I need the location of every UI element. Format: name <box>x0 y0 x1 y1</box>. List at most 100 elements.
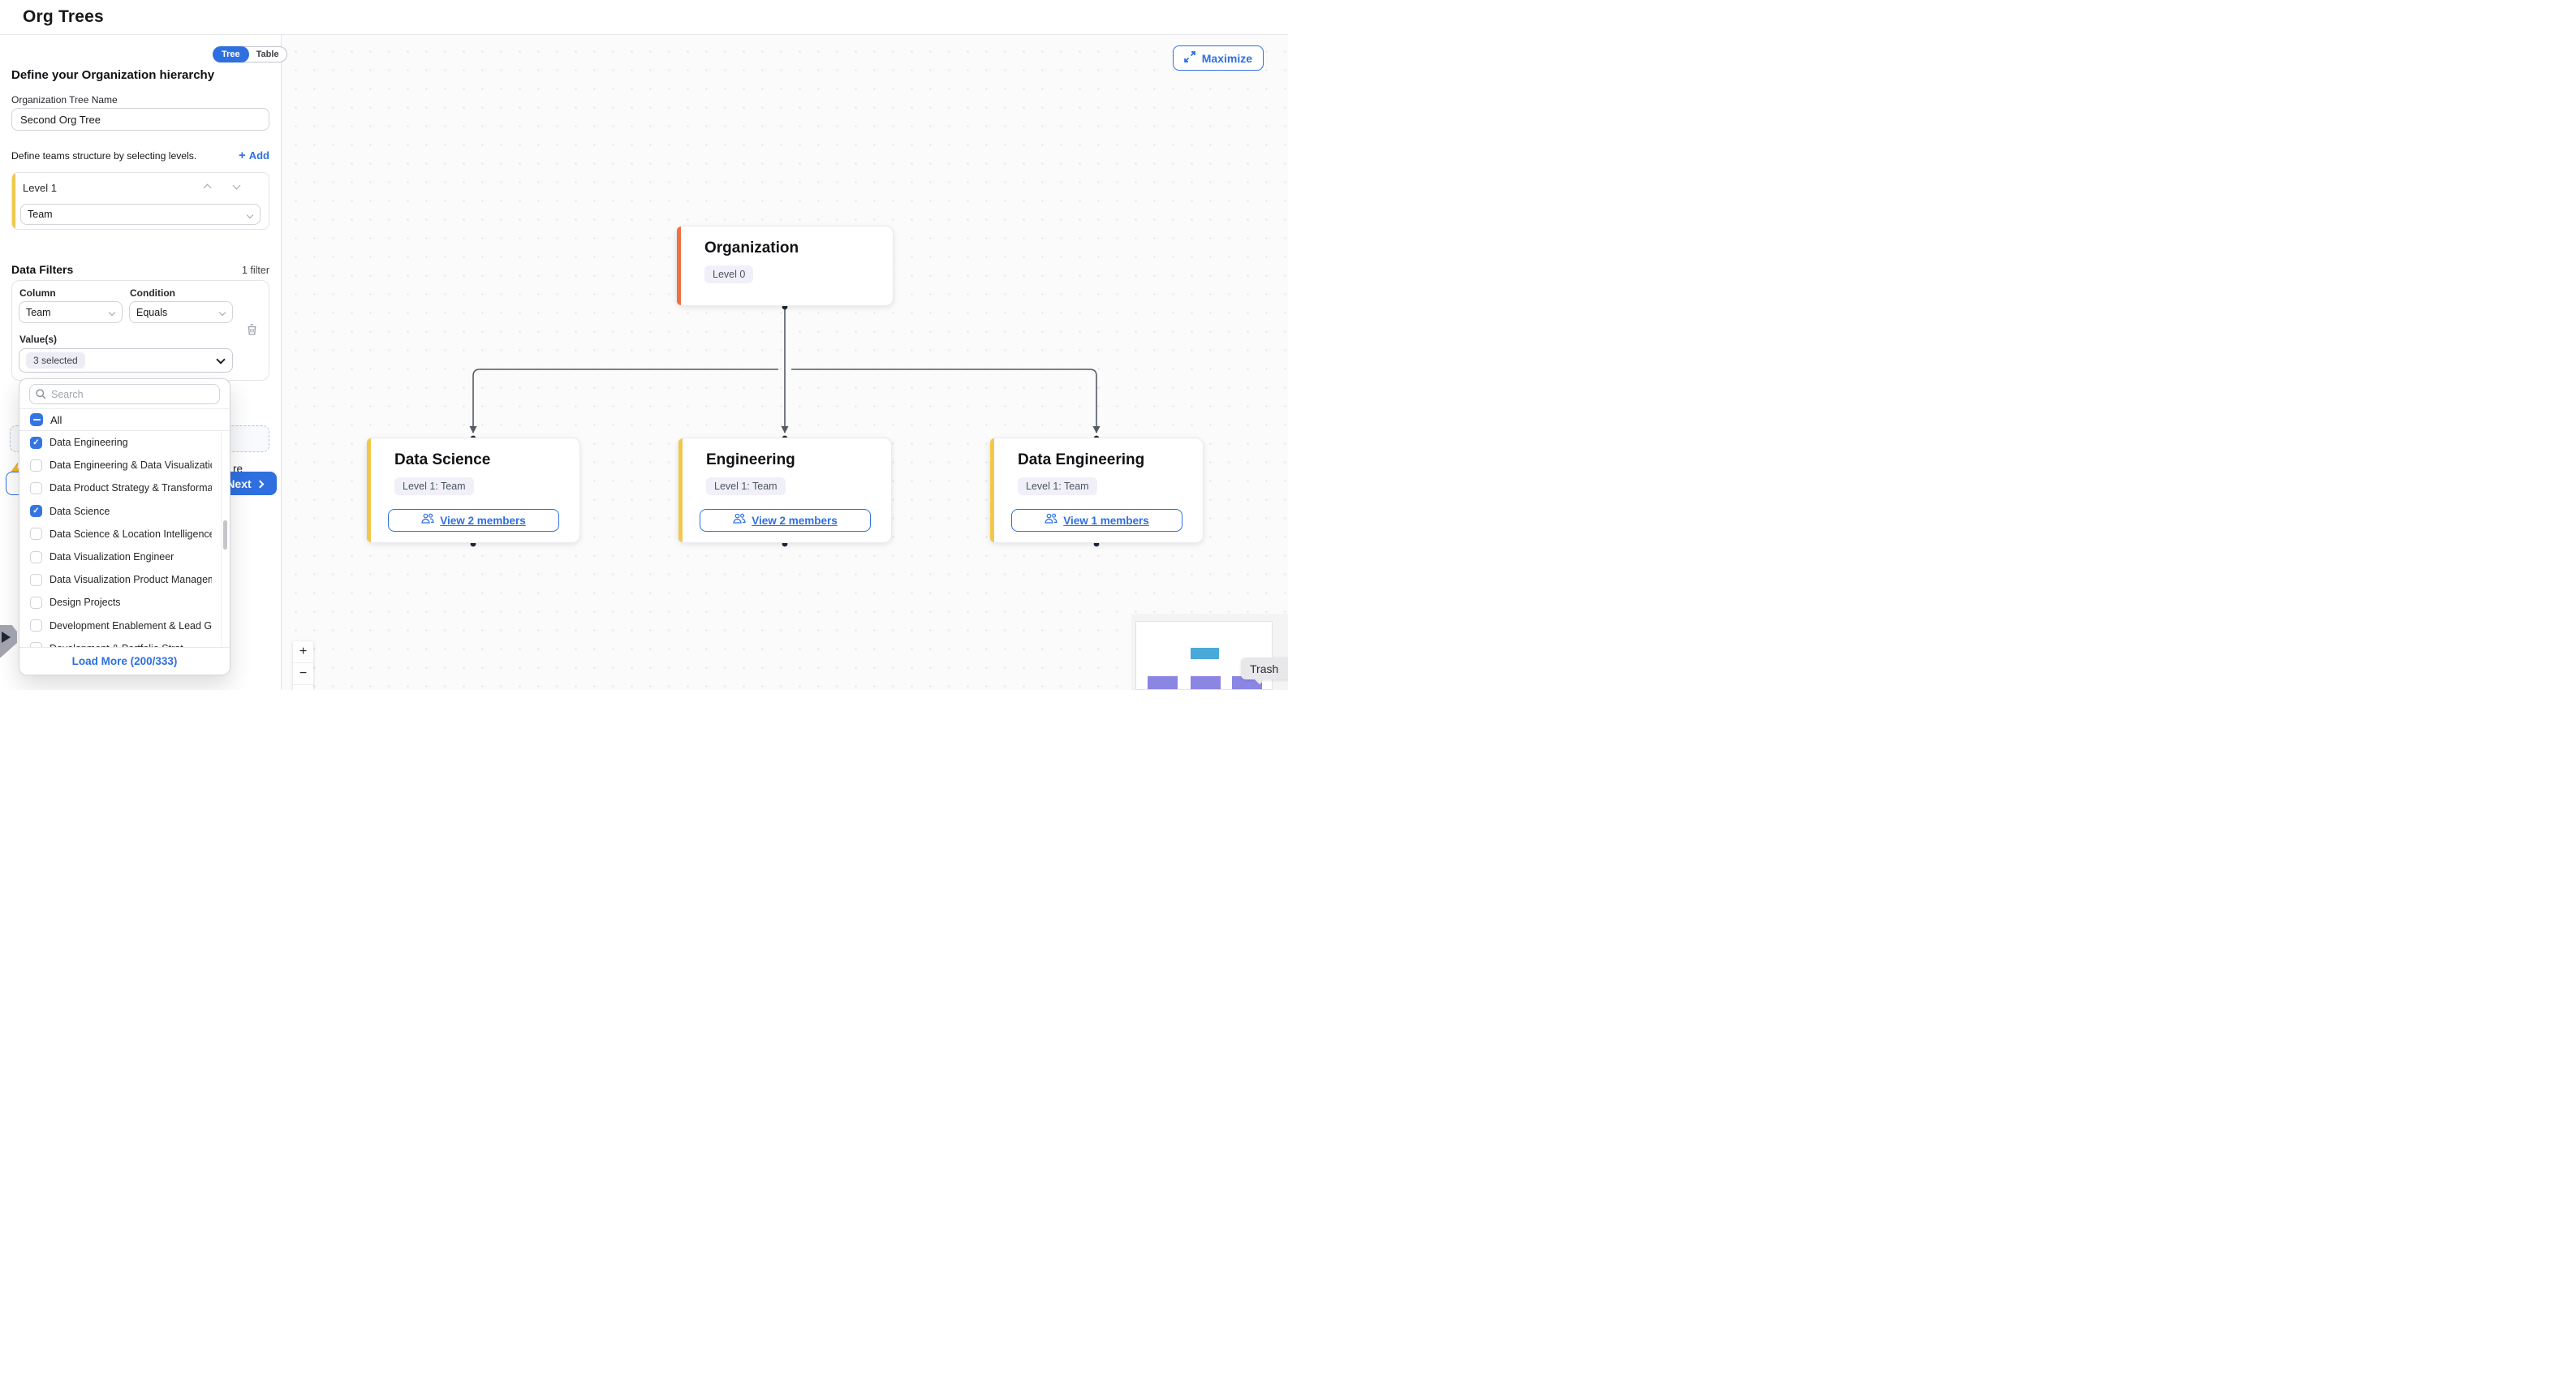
expand-icon <box>1183 51 1195 65</box>
node-accent-bar <box>367 438 371 542</box>
members-icon <box>421 513 434 528</box>
option-label: Development Enablement & Lead Ge... <box>50 619 212 632</box>
values-label: Value(s) <box>19 334 58 345</box>
minimap-child-rect <box>1191 676 1221 689</box>
toggle-table[interactable]: Table <box>256 50 279 59</box>
value-option-row[interactable]: ✓ Data Science <box>19 500 230 523</box>
node-accent-bar <box>677 226 681 305</box>
zoom-controls: + − <box>293 641 313 690</box>
value-option-row[interactable]: Development Enablement & Lead Ge... <box>19 615 230 637</box>
chevron-down-icon <box>216 355 226 364</box>
minimap-root-rect <box>1191 648 1219 659</box>
option-label: Data Science & Location Intelligence <box>50 528 212 540</box>
chevron-down-icon <box>218 308 226 317</box>
hierarchy-sidebar: Tree Table Define your Organization hier… <box>0 35 287 690</box>
view-members-button[interactable]: View 2 members <box>388 509 559 532</box>
load-more-bar: Load More (200/333) <box>19 647 230 675</box>
select-all-row[interactable]: All <box>19 409 230 431</box>
filter-count-badge: 1 filter <box>241 265 269 276</box>
value-option-row[interactable]: Data Science & Location Intelligence <box>19 523 230 546</box>
value-option-row[interactable]: Design Projects <box>19 591 230 614</box>
option-label: Design Projects <box>50 597 121 609</box>
delete-filter-icon[interactable] <box>246 323 258 340</box>
org-node-child[interactable]: Data Science Level 1: Team View 2 member… <box>366 438 580 543</box>
view-members-label: View 2 members <box>440 514 526 527</box>
option-checkbox[interactable] <box>30 642 42 647</box>
option-checkbox[interactable] <box>30 459 42 472</box>
org-node-root[interactable]: Organization Level 0 <box>676 226 894 306</box>
value-option-row[interactable]: Data Product Strategy & Transformat... <box>19 477 230 499</box>
option-checkbox[interactable] <box>30 528 42 541</box>
option-checkbox[interactable] <box>30 573 42 586</box>
plus-icon: + <box>238 149 246 162</box>
level-type-select[interactable]: Team <box>20 204 261 225</box>
option-checkbox[interactable] <box>30 619 42 632</box>
option-label: Development & Portfolio Strat... <box>50 643 192 647</box>
value-option-row[interactable]: Data Visualization Engineer <box>19 546 230 568</box>
play-icon <box>2 632 11 643</box>
chevron-down-icon <box>246 211 254 218</box>
page-title: Org Trees <box>23 7 104 26</box>
view-members-label: View 1 members <box>1063 514 1149 527</box>
option-checkbox[interactable] <box>30 550 42 563</box>
node-title: Data Engineering <box>1018 451 1145 468</box>
search-input[interactable] <box>51 385 214 403</box>
panel-heading: Define your Organization hierarchy <box>11 68 215 82</box>
view-members-button[interactable]: View 1 members <box>1011 509 1182 532</box>
org-node-child[interactable]: Engineering Level 1: Team View 2 members <box>678 438 892 543</box>
column-select[interactable]: Team <box>19 301 123 323</box>
value-option-row[interactable]: ✓ Data Engineering <box>19 431 230 454</box>
view-members-button[interactable]: View 2 members <box>700 509 871 532</box>
move-level-down-icon[interactable] <box>232 181 241 190</box>
move-level-up-icon[interactable] <box>203 183 212 192</box>
level-accent-bar <box>12 173 15 229</box>
select-all-checkbox[interactable] <box>30 413 43 426</box>
chevron-right-icon <box>256 480 265 488</box>
option-label: Data Visualization Engineer <box>50 551 174 563</box>
org-tree-canvas[interactable]: Maximize Organization <box>282 35 1288 690</box>
maximize-button[interactable]: Maximize <box>1172 45 1264 71</box>
levels-hint: Define teams structure by selecting leve… <box>11 149 197 162</box>
fit-view-button[interactable] <box>293 685 313 690</box>
toggle-tree[interactable]: Tree <box>213 46 249 63</box>
search-icon <box>36 389 46 403</box>
option-checkbox[interactable]: ✓ <box>30 505 42 518</box>
tree-name-input[interactable] <box>11 108 269 131</box>
tree-connectors <box>469 304 1101 547</box>
node-title: Organization <box>704 239 799 257</box>
level-1-card: Level 1 Team <box>11 172 269 230</box>
add-level-button[interactable]: + Add <box>238 149 269 162</box>
node-badge: Level 1: Team <box>706 477 786 495</box>
dropdown-search-area <box>19 379 230 409</box>
option-checkbox[interactable] <box>30 596 42 609</box>
option-label: Data Engineering <box>50 437 128 449</box>
column-label: Column <box>19 287 56 299</box>
zoom-out-button[interactable]: − <box>293 663 313 685</box>
value-option-row[interactable]: Data Engineering & Data Visualization <box>19 454 230 477</box>
values-dropdown-panel: All ✓ Data Engineering Data Engineering … <box>19 378 230 675</box>
option-label: Data Science <box>50 505 110 517</box>
org-node-child[interactable]: Data Engineering Level 1: Team View 1 me… <box>989 438 1204 543</box>
trash-tooltip: Trash <box>1241 658 1288 685</box>
view-toggle: Tree Table <box>213 46 287 63</box>
selected-count-chip: 3 selected <box>26 352 85 369</box>
members-icon <box>1045 513 1058 528</box>
node-badge: Level 1: Team <box>394 477 474 495</box>
filter-card: Column Condition Team Equals Value(s) 3 … <box>11 280 269 381</box>
condition-select[interactable]: Equals <box>129 301 233 323</box>
members-icon <box>733 513 746 528</box>
zoom-in-button[interactable]: + <box>293 641 313 663</box>
node-title: Data Science <box>394 451 491 468</box>
value-option-row[interactable]: Data Visualization Product Managem... <box>19 568 230 591</box>
scrollbar-thumb[interactable] <box>223 520 227 550</box>
node-badge: Level 0 <box>704 265 754 283</box>
values-multiselect[interactable]: 3 selected <box>19 348 233 373</box>
node-badge: Level 1: Team <box>1018 477 1097 495</box>
load-more-button[interactable]: Load More (200/333) <box>71 655 178 667</box>
option-checkbox[interactable] <box>30 481 42 494</box>
chevron-down-icon <box>108 308 116 317</box>
option-label: Data Visualization Product Managem... <box>50 574 212 586</box>
value-option-row[interactable]: Development & Portfolio Strat... <box>19 637 230 647</box>
option-checkbox[interactable]: ✓ <box>30 436 42 449</box>
select-all-label: All <box>50 413 62 426</box>
